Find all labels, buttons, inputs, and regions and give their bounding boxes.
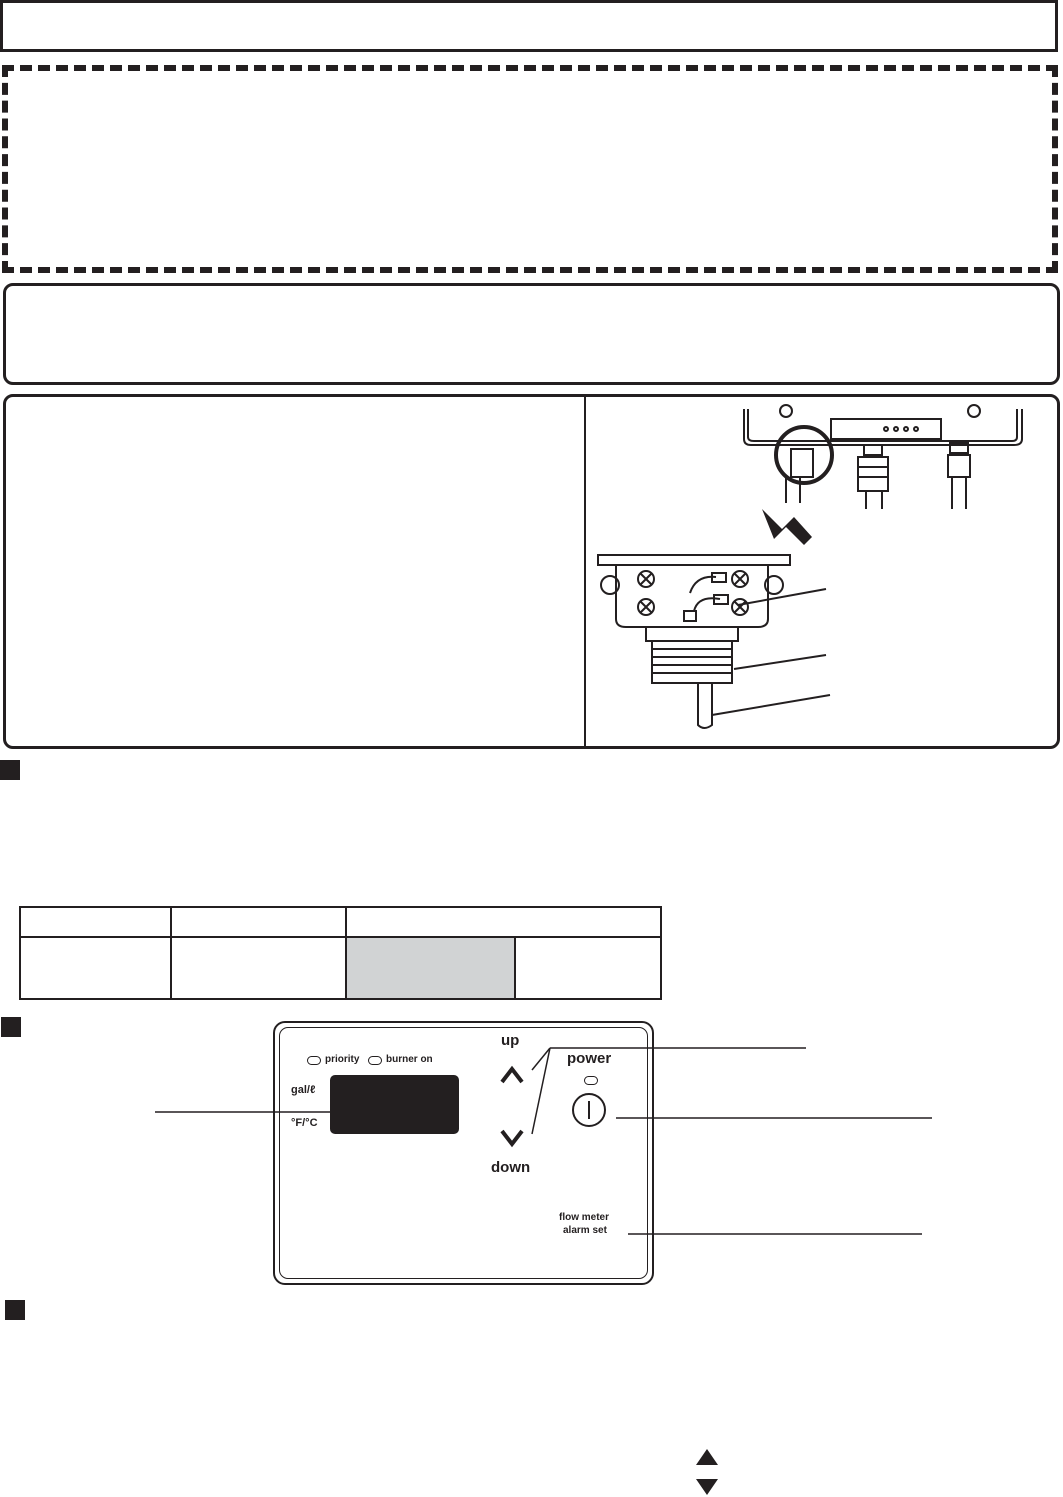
section-marker: [1, 1017, 21, 1037]
installation-box: [3, 394, 1060, 749]
title-box: [0, 0, 1058, 52]
section-marker: [0, 760, 20, 780]
burner-on-led: [368, 1056, 382, 1065]
chevron-down-icon[interactable]: [499, 1128, 525, 1148]
installation-illustration: [597, 404, 1023, 729]
power-led: [584, 1076, 598, 1085]
digital-display: [330, 1075, 459, 1134]
triangle-down-icon: [696, 1479, 718, 1495]
burner-on-label: burner on: [386, 1054, 433, 1065]
down-label: down: [491, 1159, 531, 1176]
control-panel-inner: [279, 1027, 648, 1279]
table-header-cell: [170, 906, 347, 938]
table-cell-highlighted: [345, 936, 516, 1000]
temperature-unit-label: °F/°C: [291, 1117, 318, 1129]
control-panel: priority burner on gal/ℓ °F/°C up down p…: [273, 1021, 654, 1285]
table-cell: [514, 936, 662, 1000]
table-cell: [170, 936, 347, 1000]
priority-label: priority: [325, 1054, 360, 1065]
up-label: up: [501, 1032, 520, 1049]
power-label: power: [567, 1050, 612, 1067]
power-icon[interactable]: [572, 1093, 606, 1127]
note-box: [3, 283, 1060, 385]
priority-led: [307, 1056, 321, 1065]
alarm-set-label: alarm set: [563, 1225, 607, 1236]
warning-box: [2, 65, 1058, 273]
arrow-icon: [762, 509, 812, 545]
triangle-up-icon: [696, 1449, 718, 1465]
volume-unit-label: gal/ℓ: [291, 1084, 316, 1096]
table-cell: [19, 936, 172, 1000]
table-header-cell: [345, 906, 662, 938]
chevron-up-icon[interactable]: [499, 1065, 525, 1085]
table-header-cell: [19, 906, 172, 938]
column-divider: [584, 397, 586, 746]
section-marker: [5, 1300, 25, 1320]
flow-meter-label: flow meter: [559, 1212, 610, 1223]
settings-table: [19, 906, 662, 1000]
